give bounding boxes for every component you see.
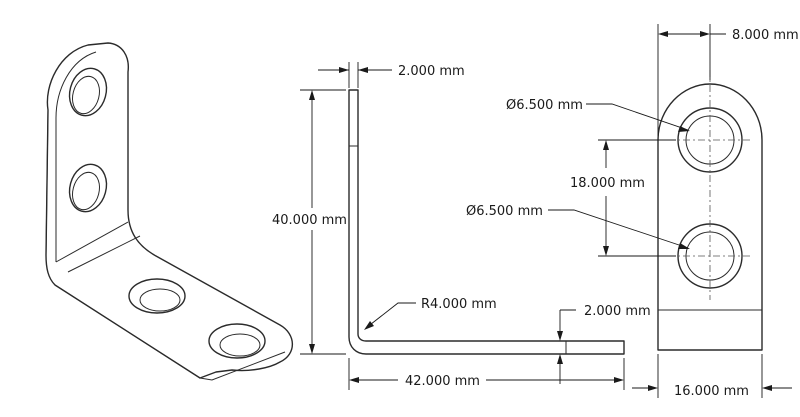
dim-height-arrow-top [309,90,315,100]
dim-hole-bottom-leader [548,209,689,249]
dim-top-thickness-arrow-l [339,67,349,73]
dim-width-half-ext [657,24,726,136]
dim-bottom-thickness-arrow-top [557,331,563,341]
iso-hole-base-1-inner [139,288,181,312]
dim-height-label: 40.000 mm [272,213,347,228]
iso-hole-base-2-inner [219,333,261,357]
dim-length-label: 42.000 mm [405,374,480,389]
dim-hole-top-arrow [678,126,690,132]
dim-top-thickness-label: 2.000 mm [398,64,465,79]
dim-hole-top-label: Ø6.500 mm [506,98,583,113]
dim-bottom-thickness-arrow-bottom [557,354,563,364]
isometric-view [45,42,294,381]
dim-width-half-arrow-l [658,31,668,37]
dim-length-arrow-r [614,377,624,383]
dim-height-arrow-bottom [309,344,315,354]
dim-overall-width-ext [632,354,792,398]
dim-top-thickness-arrow-r [358,67,368,73]
dim-top-thickness-ext [318,62,392,88]
dim-radius-leader [365,302,416,329]
dim-hole-spacing-arrow-top [603,140,609,150]
iso-hole-mid [68,163,108,213]
dim-hole-bottom-arrow [678,243,690,249]
front-view: 8.000 mm Ø6.500 mm 18.000 mm Ø6.500 mm 1… [466,24,799,399]
dim-hole-spacing-arrow-bottom [603,246,609,256]
dim-width-half-arrow-r [700,31,710,37]
iso-hole-base-2 [208,323,266,359]
side-break-line [349,145,567,354]
dim-length-ext [348,358,625,390]
dim-hole-bottom-label: Ø6.500 mm [466,204,543,219]
iso-base-edge [54,284,286,381]
dim-hole-spacing-label: 18.000 mm [570,176,645,191]
iso-fold-line [55,221,141,273]
front-center-lines [668,70,752,300]
side-profile [348,89,625,355]
dim-radius-arrow [364,321,374,330]
dim-height-ext [300,89,346,355]
dim-bottom-thickness-label: 2.000 mm [584,304,651,319]
dim-overall-width-arrow-l [648,385,658,391]
dim-length-arrow-l [349,377,359,383]
side-view: 2.000 mm 40.000 mm R4.000 mm 2.000 mm 42… [272,62,651,390]
dim-hole-spacing-ext [598,139,676,257]
front-profile [657,83,763,351]
dim-overall-width-arrow-r [762,385,772,391]
dim-bottom-thickness-ext [559,309,576,384]
iso-hole-top-inner [72,75,100,115]
dim-hole-top-leader [586,103,689,131]
dim-width-half-label: 8.000 mm [732,28,799,43]
dim-radius-label: R4.000 mm [421,297,497,312]
iso-hole-base-1 [128,278,186,314]
dim-overall-width-label: 16.000 mm [674,384,749,399]
iso-hole-mid-inner [72,171,100,211]
iso-hole-top [68,67,108,117]
iso-leg-edge [45,51,97,262]
